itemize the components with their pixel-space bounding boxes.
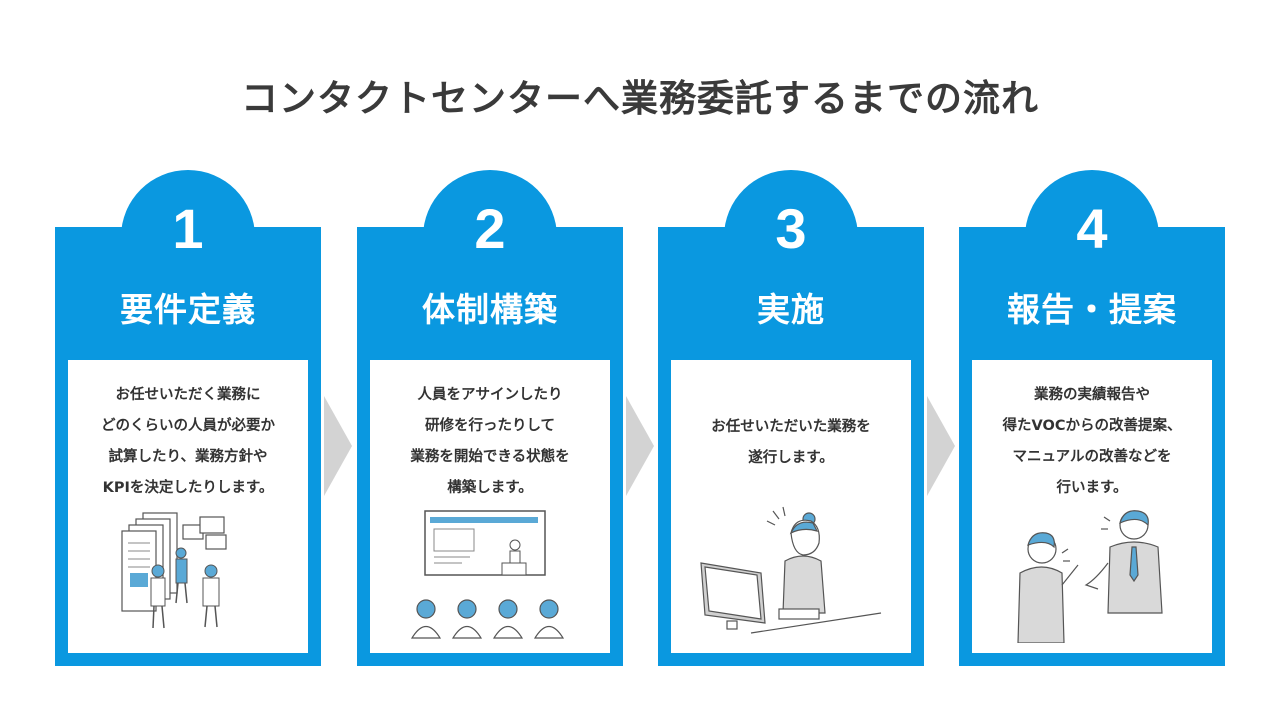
- step-card: お任せいただく業務に どのくらいの人員が必要か 試算したり、業務方針や KPIを…: [68, 360, 308, 653]
- step-title: 要件定義: [120, 290, 256, 329]
- step-description: お任せいただいた業務を 遂行します。: [671, 412, 911, 474]
- chevron-right-icon: [626, 396, 654, 496]
- training-seminar-illustration: [410, 510, 565, 639]
- description-line: 得たVOCからの改善提案、: [1002, 418, 1182, 434]
- step-number: 4: [1076, 197, 1108, 260]
- step-2: 2 体制構築 人員をアサインしたり 研修を行ったりして 業務を開始できる状態を …: [357, 170, 623, 666]
- chevron-right-icon: [927, 396, 955, 496]
- step-description: 人員をアサインしたり 研修を行ったりして 業務を開始できる状態を 構築します。: [370, 380, 610, 504]
- description-line: KPIを決定したりします。: [102, 480, 274, 496]
- description-line: 人員をアサインしたり: [417, 387, 563, 403]
- description-line: 業務を開始できる状態を: [410, 449, 570, 465]
- description-line: どのくらいの人員が必要か: [101, 418, 275, 434]
- description-line: 構築します。: [447, 480, 533, 496]
- page-title: コンタクトセンターへ業務委託するまでの流れ: [241, 77, 1039, 120]
- step-number: 2: [474, 197, 506, 260]
- step-title: 報告・提案: [1007, 290, 1177, 329]
- step-3: 3 実施 お任せいただいた業務を 遂行します。: [658, 170, 924, 666]
- description-line: お任せいただいた業務を: [711, 419, 871, 435]
- description-line: お任せいただく業務に: [115, 387, 261, 403]
- description-line: 行います。: [1056, 480, 1128, 496]
- step-4: 4 報告・提案 業務の実績報告や 得たVOCからの改善提案、 マニュアルの改善な…: [959, 170, 1225, 666]
- description-line: 研修を行ったりして: [424, 418, 556, 434]
- description-line: 試算したり、業務方針や: [108, 449, 268, 465]
- operator-with-headset-illustration: [700, 506, 882, 634]
- step-1: 1 要件定義 お任せいただく業務に どのくらいの人員が必要か 試算したり、業務方…: [55, 170, 321, 666]
- step-card: 業務の実績報告や 得たVOCからの改善提案、 マニュアルの改善などを 行います。: [972, 360, 1212, 653]
- step-number: 3: [775, 197, 807, 260]
- step-card: お任せいただいた業務を 遂行します。: [671, 360, 911, 653]
- step-number: 1: [172, 197, 204, 260]
- business-meeting-illustration: [1017, 510, 1163, 643]
- step-card: 人員をアサインしたり 研修を行ったりして 業務を開始できる状態を 構築します。: [370, 360, 610, 653]
- step-title: 実施: [757, 290, 825, 329]
- step-title: 体制構築: [422, 290, 558, 329]
- description-line: マニュアルの改善などを: [1012, 449, 1172, 465]
- chevron-right-icon: [324, 396, 352, 496]
- step-description: お任せいただく業務に どのくらいの人員が必要か 試算したり、業務方針や KPIを…: [68, 380, 308, 504]
- step-description: 業務の実績報告や 得たVOCからの改善提案、 マニュアルの改善などを 行います。: [972, 380, 1212, 504]
- description-line: 業務の実績報告や: [1034, 387, 1150, 403]
- description-line: 遂行します。: [748, 450, 834, 466]
- documents-and-people-illustration: [121, 512, 227, 629]
